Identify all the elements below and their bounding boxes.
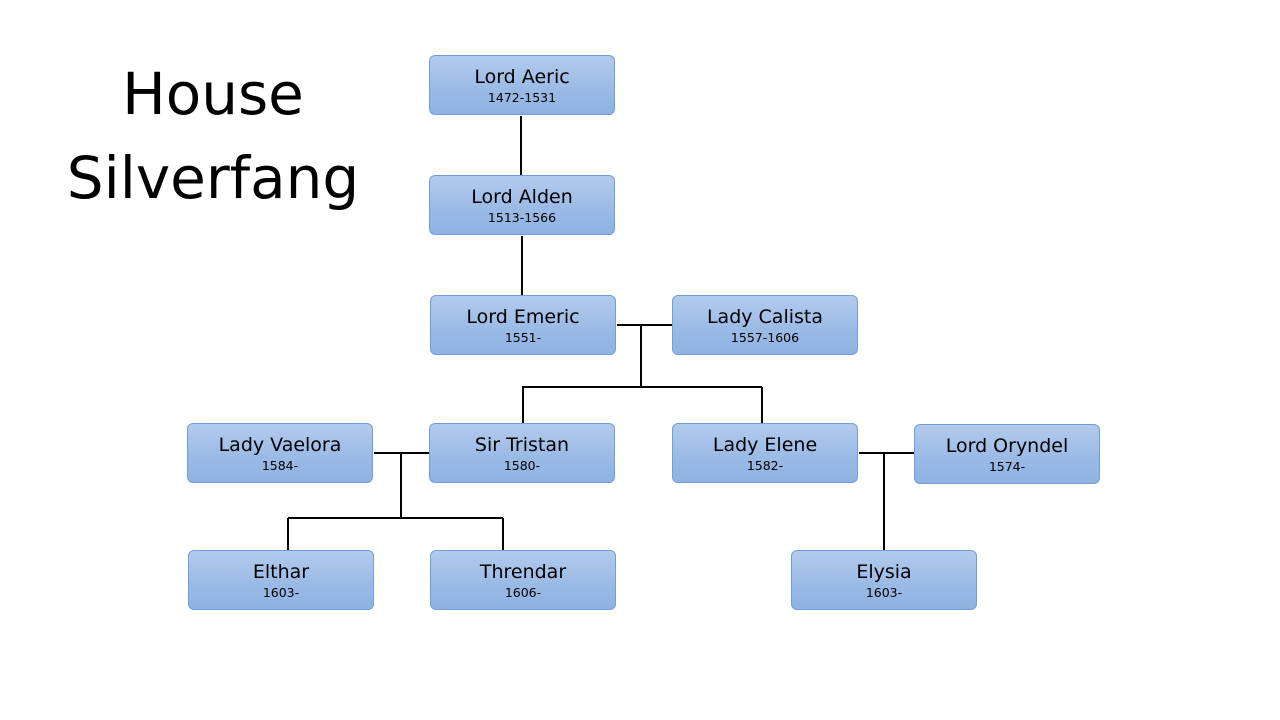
node-name: Lord Oryndel (945, 435, 1069, 457)
node-dates: 1582- (746, 458, 784, 473)
node-name: Elysia (856, 561, 912, 583)
node-name: Lord Aeric (474, 66, 570, 88)
node-name: Lady Elene (712, 434, 818, 456)
node-sir-tristan: Sir Tristan 1580- (429, 423, 615, 483)
node-name: Lady Calista (706, 306, 824, 328)
node-lord-oryndel: Lord Oryndel 1574- (914, 424, 1100, 484)
node-name: Elthar (252, 561, 310, 583)
node-dates: 1513-1566 (487, 210, 557, 225)
node-elysia: Elysia 1603- (791, 550, 977, 610)
node-lady-elene: Lady Elene 1582- (672, 423, 858, 483)
title-line-2: Silverfang (66, 144, 360, 212)
page-title: House Silverfang (40, 52, 386, 220)
node-dates: 1603- (865, 585, 903, 600)
node-name: Threndar (479, 561, 567, 583)
node-dates: 1584- (261, 458, 299, 473)
node-dates: 1557-1606 (730, 330, 800, 345)
node-name: Lady Vaelora (218, 434, 342, 456)
node-elthar: Elthar 1603- (188, 550, 374, 610)
node-dates: 1472-1531 (487, 90, 557, 105)
node-dates: 1603- (262, 585, 300, 600)
node-name: Sir Tristan (474, 434, 570, 456)
node-name: Lord Emeric (466, 306, 580, 328)
title-line-1: House (122, 60, 304, 128)
node-name: Lord Alden (471, 186, 573, 208)
node-lady-vaelora: Lady Vaelora 1584- (187, 423, 373, 483)
node-dates: 1580- (503, 458, 541, 473)
node-lord-aeric: Lord Aeric 1472-1531 (429, 55, 615, 115)
node-lady-calista: Lady Calista 1557-1606 (672, 295, 858, 355)
node-lord-alden: Lord Alden 1513-1566 (429, 175, 615, 235)
node-lord-emeric: Lord Emeric 1551- (430, 295, 616, 355)
node-threndar: Threndar 1606- (430, 550, 616, 610)
node-dates: 1551- (504, 330, 542, 345)
node-dates: 1574- (988, 459, 1026, 474)
node-dates: 1606- (504, 585, 542, 600)
